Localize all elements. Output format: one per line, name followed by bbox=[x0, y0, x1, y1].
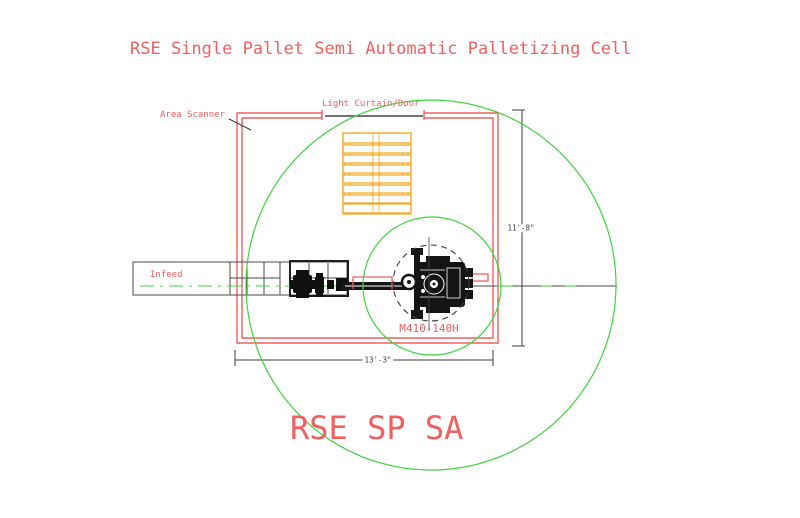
infeed-label: Infeed bbox=[150, 270, 183, 280]
cell-name-label: RSE SP SA bbox=[290, 409, 464, 447]
light-curtain-label: Light Curtain/Door bbox=[322, 99, 420, 109]
inner-reach-circle bbox=[362, 216, 502, 356]
pick-position-bracket bbox=[352, 276, 393, 289]
robot-reach-circles bbox=[245, 99, 617, 471]
pallet bbox=[342, 132, 412, 215]
enclosure-walls bbox=[236, 110, 499, 344]
robot-swing-circle bbox=[392, 244, 470, 322]
area-scanner-leader-line bbox=[228, 118, 252, 131]
drawing-title: RSE Single Pallet Semi Automatic Palleti… bbox=[130, 39, 632, 59]
robot-arm bbox=[341, 282, 409, 290]
robot-model-label: M410-140H bbox=[399, 322, 459, 335]
outer-reach-circle bbox=[245, 99, 617, 471]
right-wall-bracket bbox=[471, 273, 489, 282]
conveyor-drive-units bbox=[290, 270, 347, 298]
height-dimension-text: 11'-8" bbox=[505, 223, 537, 233]
area-scanner-label: Area Scanner bbox=[160, 110, 226, 120]
robot-body bbox=[400, 248, 473, 319]
width-dimension-text: 13'-3" bbox=[362, 355, 394, 365]
